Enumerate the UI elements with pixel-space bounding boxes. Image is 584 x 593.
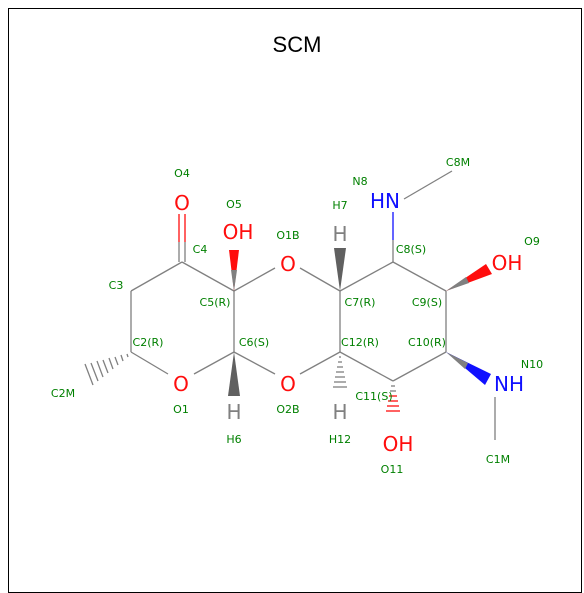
atom-oh5: OH xyxy=(223,220,254,244)
label-c10: C10(R) xyxy=(408,336,446,349)
atom-h6: H xyxy=(226,400,241,424)
bond-c7-c8 xyxy=(339,261,394,292)
label-c2m: C2M xyxy=(51,387,75,400)
bond-c8-c9 xyxy=(392,261,447,292)
atom-o4: O xyxy=(174,191,190,215)
label-n8: N8 xyxy=(352,175,367,188)
label-h7: H7 xyxy=(332,199,347,212)
atom-o2b: O xyxy=(280,372,296,396)
label-c7: C7(R) xyxy=(345,296,376,309)
wedge-c7-h7 xyxy=(334,248,346,291)
diagram-title: SCM xyxy=(273,32,322,57)
wedge-c9-o9-base xyxy=(446,277,469,291)
atom-o1: O xyxy=(173,372,189,396)
bond-c11-o11-hash xyxy=(386,385,400,412)
label-h12: H12 xyxy=(329,433,351,446)
atom-oh9: OH xyxy=(492,251,523,275)
bond-n8-c8m xyxy=(403,170,453,200)
label-c8: C8(S) xyxy=(396,243,426,256)
label-c2: C2(R) xyxy=(133,336,164,349)
bond-o1b-c7 xyxy=(299,267,341,292)
label-n10: N10 xyxy=(521,358,543,371)
atom-h12: H xyxy=(332,400,347,424)
label-o11: O11 xyxy=(381,463,404,476)
label-o5: O5 xyxy=(226,198,242,211)
bond-c10-c11 xyxy=(392,351,447,382)
bond-c5-o1b xyxy=(233,267,276,292)
atom-o1b: O xyxy=(280,252,296,276)
label-c8m: C8M xyxy=(446,156,470,169)
label-c3: C3 xyxy=(109,279,124,292)
label-c6: C6(S) xyxy=(239,336,269,349)
wedge-c5-o5-base xyxy=(231,270,237,291)
wedge-c10-n10-base xyxy=(446,352,468,369)
bond-c12-o2b xyxy=(299,351,341,375)
atom-nh10: NH xyxy=(494,372,524,396)
atom-h7: H xyxy=(332,222,347,246)
label-o1: O1 xyxy=(173,403,189,416)
label-o4: O4 xyxy=(174,167,190,180)
wedge-c6-h6 xyxy=(228,352,240,396)
bond-o2b-c6 xyxy=(233,351,276,375)
diagram-frame xyxy=(8,8,582,593)
bond-c2-c2m-hash xyxy=(84,353,129,386)
atom-nh8: HN xyxy=(370,189,400,213)
label-c1m: C1M xyxy=(486,453,510,466)
label-o2b: O2B xyxy=(276,403,299,416)
atom-oh11: OH xyxy=(383,432,414,456)
label-c5: C5(R) xyxy=(200,296,231,309)
bond-c5-c4 xyxy=(181,261,235,292)
bond-c2-o1 xyxy=(130,351,169,375)
bond-o1-c6 xyxy=(193,351,235,375)
label-c9: C9(S) xyxy=(412,296,442,309)
label-o1b: O1B xyxy=(276,229,299,242)
label-o9: O9 xyxy=(524,235,540,248)
bond-c11-c12 xyxy=(339,351,394,382)
label-h6: H6 xyxy=(226,433,241,446)
label-c11: C11(S) xyxy=(355,390,392,403)
bond-c4-c3 xyxy=(130,261,183,292)
label-c4: C4 xyxy=(193,243,208,256)
bond-c12-h12-hash xyxy=(333,356,347,388)
label-c12: C12(R) xyxy=(341,336,379,349)
